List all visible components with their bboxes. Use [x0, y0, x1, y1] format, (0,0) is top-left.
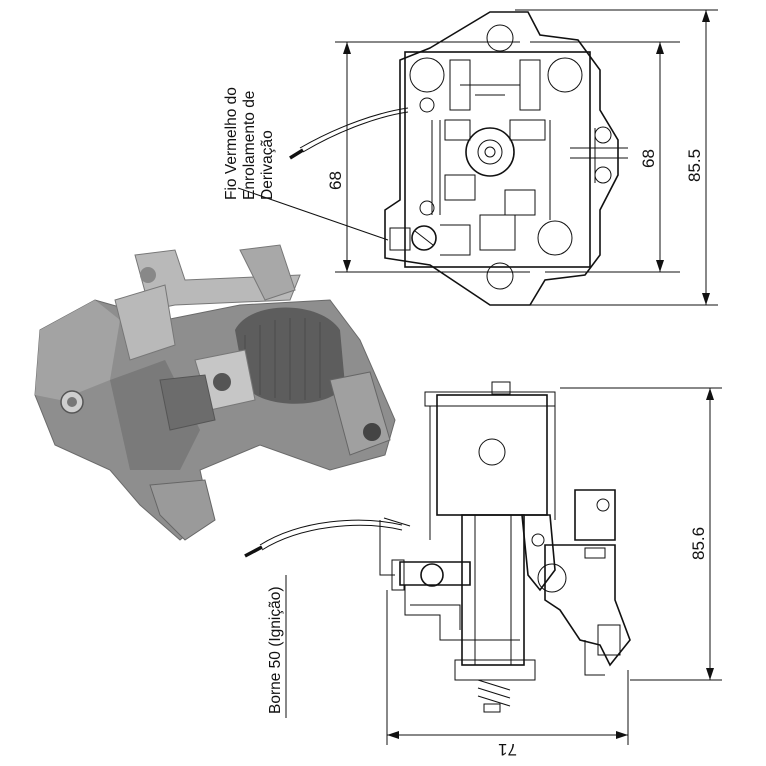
wire-label-line1: Fio Vermelho do [223, 87, 240, 200]
dim-bottom-height: 85.6 [689, 527, 708, 560]
dim-top-right-height: 68 [639, 149, 658, 168]
terminal-label: Borne 50 (Ignição) [267, 586, 284, 714]
wire-label-line2: Enrolamento de [241, 91, 258, 200]
side-view-drawing [244, 381, 722, 745]
dim-bottom-width: 71 [498, 740, 517, 759]
wire-label-line3: Derivação [259, 130, 276, 200]
dim-top-overall-height: 85.5 [685, 149, 704, 182]
top-view-drawing [237, 9, 718, 306]
solenoid-photo [34, 244, 396, 541]
dim-top-left-height: 68 [326, 171, 345, 190]
